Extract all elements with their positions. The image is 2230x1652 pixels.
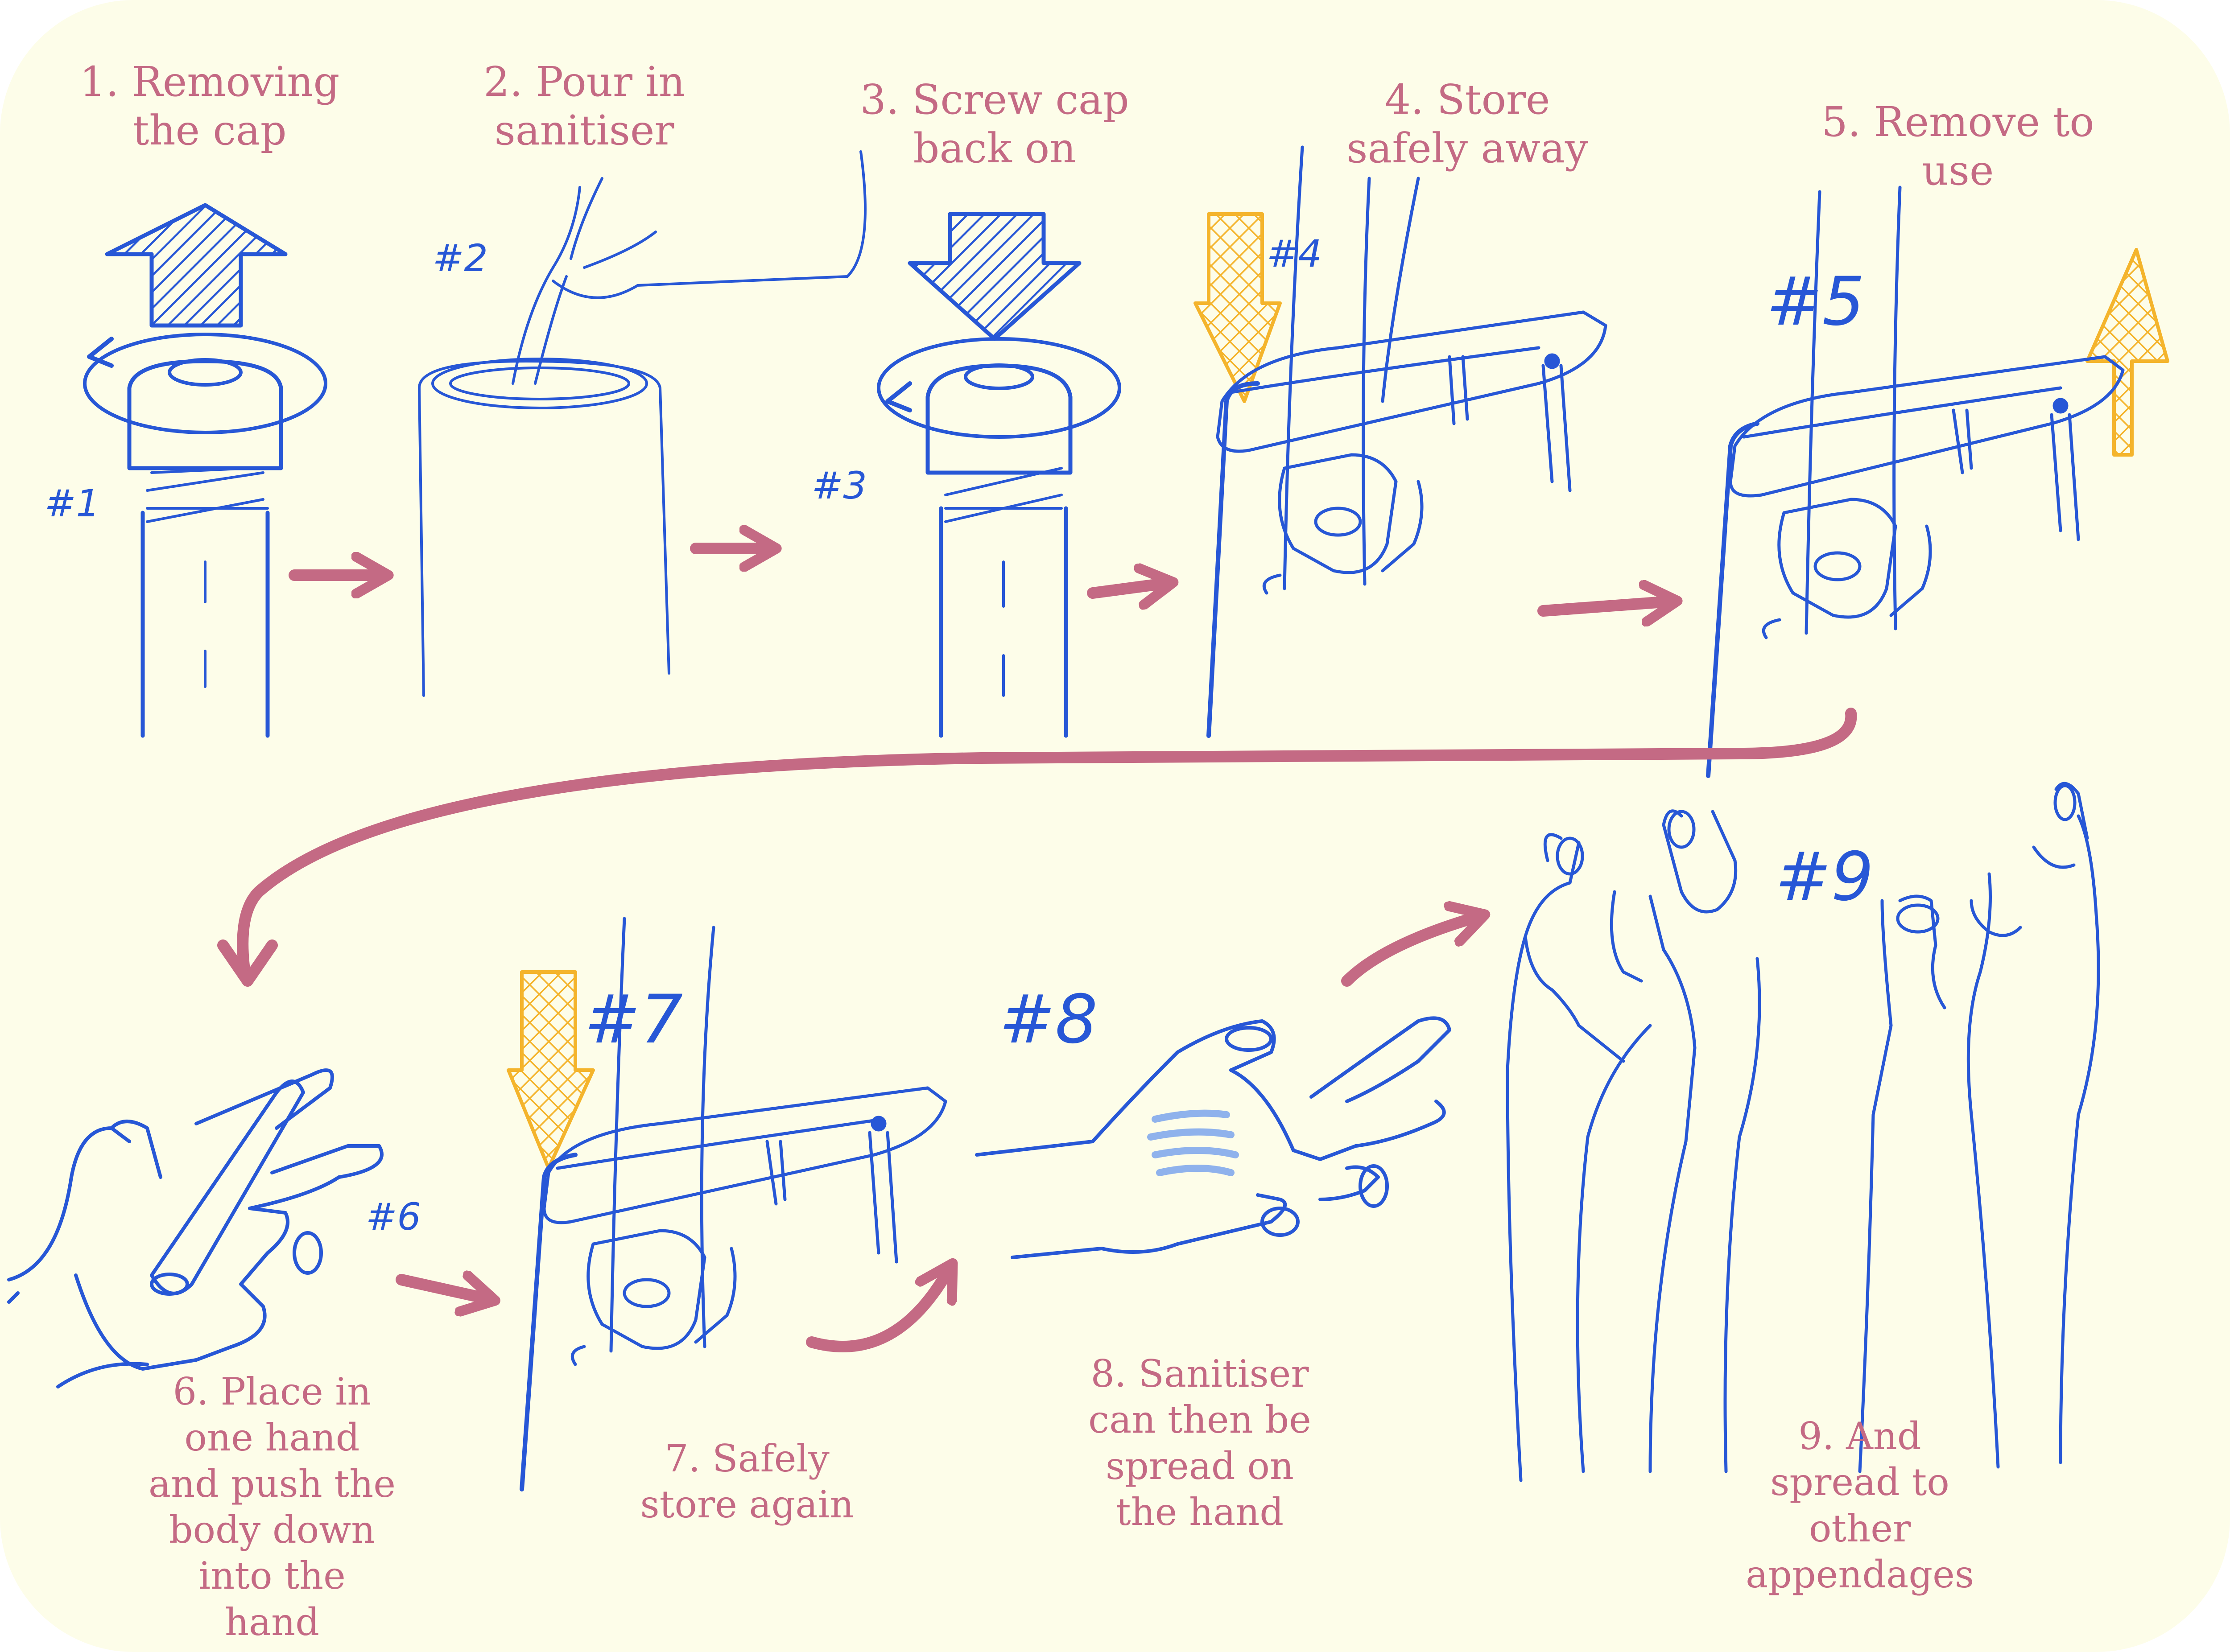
step-1-illustration — [83, 203, 327, 738]
up-arrow-icon — [2085, 248, 2169, 457]
step-number-8: #8 — [999, 981, 1098, 1059]
down-arrow-icon — [507, 970, 595, 1170]
flow-arrow-icon — [1341, 919, 1472, 987]
sanitiser-smear — [1147, 1109, 1239, 1176]
step-9-illustration — [1506, 782, 2100, 1482]
down-arrow-icon — [908, 212, 1082, 341]
step-3-illustration — [877, 212, 1121, 738]
down-arrow-icon — [1193, 212, 1282, 403]
step-2-illustration — [417, 150, 867, 697]
step-caption-3: 3. Screw cap back on — [860, 76, 1129, 172]
step-4-illustration — [1193, 145, 1607, 738]
step-caption-6: 6. Place in one hand and push the body d… — [149, 1370, 396, 1644]
step-number-2: #2 — [433, 236, 488, 280]
step-7-illustration — [507, 917, 947, 1491]
step-number-7: #7 — [584, 981, 683, 1059]
step-number-4: #4 — [1267, 232, 1322, 276]
step-number-3: #3 — [812, 464, 867, 507]
step-caption-9: 9. And spread to other appendages — [1746, 1414, 1974, 1596]
step-caption-2: 2. Pour in sanitiser — [483, 58, 685, 154]
step-number-6: #6 — [366, 1195, 421, 1239]
step-number-1: #1 — [45, 482, 100, 525]
step-caption-1: 1. Removing the cap — [79, 58, 340, 154]
rotate-arrow-icon — [83, 333, 327, 434]
step-caption-4: 4. Store safely away — [1346, 76, 1588, 172]
step-5-illustration — [1706, 185, 2169, 778]
flow-arrow-icon — [1087, 584, 1160, 593]
flow-arrow-icon — [1537, 602, 1664, 611]
step-number-5: #5 — [1766, 263, 1865, 341]
flow-arrow-icon — [806, 1275, 946, 1352]
step-8-illustration — [975, 1016, 1451, 1259]
up-arrow-icon — [105, 203, 288, 328]
step-caption-7: 7. Safely store again — [640, 1437, 854, 1527]
step-number-9: #9 — [1775, 838, 1874, 916]
flow-arrow-icon — [217, 708, 1857, 987]
flow-arrow-icon — [396, 1280, 482, 1298]
step-caption-5: 5. Remove to use — [1821, 98, 2094, 194]
step-6-illustration — [7, 1068, 384, 1388]
step-caption-8: 8. Sanitiser can then be spread on the h… — [1088, 1352, 1311, 1534]
rotate-arrow-icon — [877, 337, 1121, 439]
